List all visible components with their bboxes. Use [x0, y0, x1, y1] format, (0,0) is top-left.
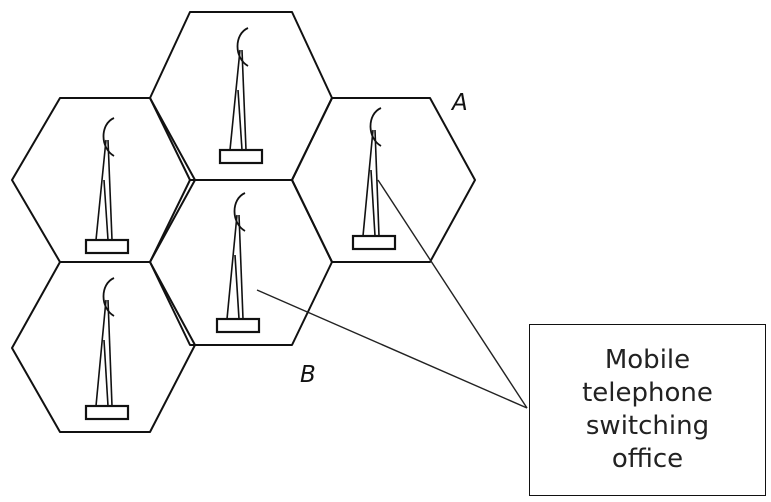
cell-b: [149, 179, 333, 346]
antenna-tower-icon: [84, 277, 130, 421]
antenna-tower-icon: [351, 107, 397, 251]
antenna-tower-icon: [84, 117, 130, 255]
cell-a-label: A: [450, 90, 468, 116]
antenna-tower-icon: [215, 192, 261, 334]
office-label-line-3: switching: [585, 411, 710, 441]
office-label-line-1: Mobile: [604, 345, 691, 375]
cell-left-lower: [11, 261, 196, 433]
antenna-tower-icon: [218, 27, 264, 165]
cell-b-label: B: [300, 362, 316, 388]
link-cell-b-to-office: [256, 289, 528, 409]
mobile-telephone-switching-office: Mobile telephone switching office: [529, 324, 766, 496]
cell-left-upper: [11, 97, 196, 263]
office-label-line-2: telephone: [582, 378, 713, 408]
office-label-line-4: office: [611, 444, 684, 474]
link-cell-a-to-office: [377, 179, 528, 409]
